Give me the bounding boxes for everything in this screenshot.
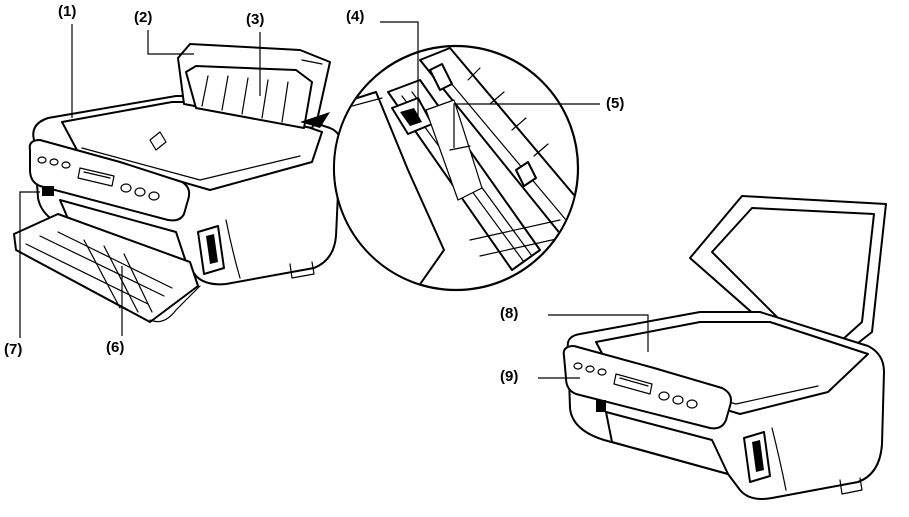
callout-7: (7) xyxy=(4,341,23,358)
printer-scanner-open-view-drawing xyxy=(562,195,887,500)
callout-9: (9) xyxy=(500,368,519,385)
paper-guide-detail-magnifier-drawing xyxy=(332,44,580,292)
magnifier-pointer-icon xyxy=(300,112,330,128)
callout-3: (3) xyxy=(246,11,265,28)
callout-8: (8) xyxy=(500,305,519,322)
callout-1: (1) xyxy=(58,3,77,20)
callout-4: (4) xyxy=(346,8,365,25)
leader-lines xyxy=(19,21,649,379)
printer-front-view-drawing xyxy=(13,43,342,323)
callout-6: (6) xyxy=(106,339,125,356)
callout-2: (2) xyxy=(134,9,153,26)
callout-5: (5) xyxy=(606,95,625,112)
